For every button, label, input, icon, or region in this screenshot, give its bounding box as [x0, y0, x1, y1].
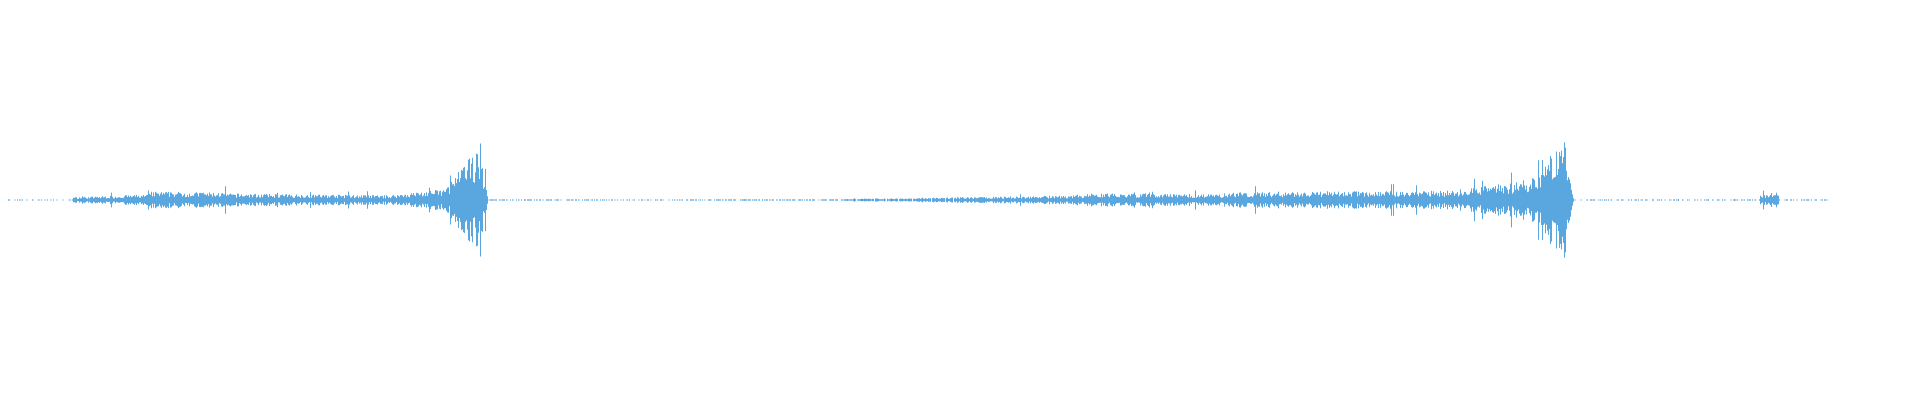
waveform-amplitude-path [8, 142, 1826, 258]
waveform-bars [8, 142, 1826, 258]
